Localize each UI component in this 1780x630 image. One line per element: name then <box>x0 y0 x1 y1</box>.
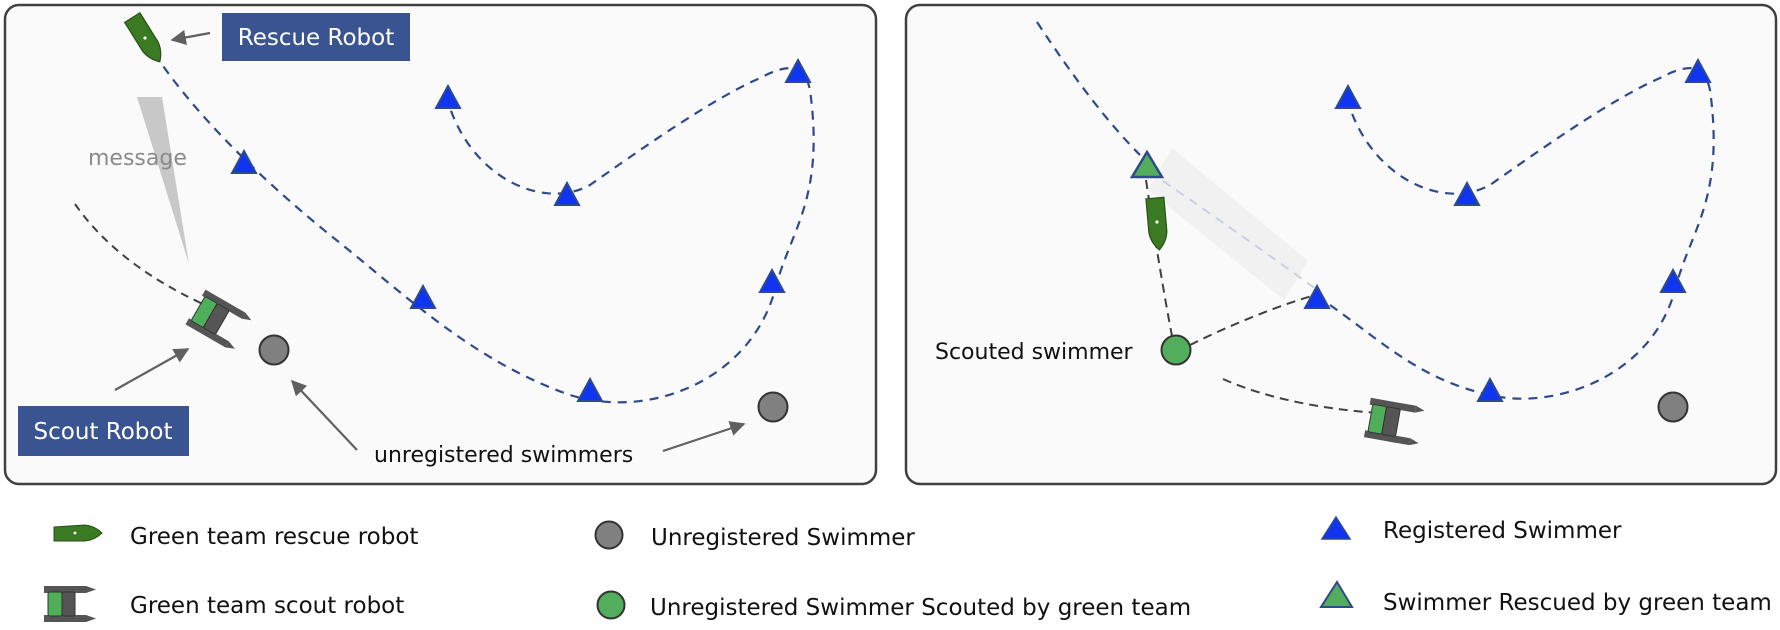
unregistered-swimmers-label: unregistered swimmers <box>374 443 633 468</box>
message-label: message <box>88 146 187 171</box>
scout-robot-label: Scout Robot <box>34 419 173 445</box>
unregistered-swimmer-icon <box>757 391 789 423</box>
legend-item: Registered Swimmer <box>1320 515 1622 544</box>
unregistered-swimmer-icon <box>1657 391 1689 423</box>
legend-item: Green team rescue robot <box>53 524 418 550</box>
rescue-robot-path <box>1036 21 1141 156</box>
legend-label: Unregistered Swimmer Scouted by green te… <box>650 595 1191 621</box>
unregistered-arrow-right <box>662 421 746 453</box>
scout-robot-label-box <box>18 406 189 456</box>
left-panel-frame <box>3 3 878 486</box>
right-panel-frame <box>904 3 1778 486</box>
scouted-to-triangle-path <box>1189 295 1313 346</box>
legend-label: Green team rescue robot <box>130 524 418 550</box>
legend-item: Unregistered Swimmer <box>594 520 915 551</box>
scout-robot-path <box>1222 378 1381 414</box>
scout-robot-icon <box>44 586 96 622</box>
rescue-robot-label-box <box>222 13 410 61</box>
rescued-swimmer-icon <box>1319 580 1354 608</box>
scouted-swimmer-icon <box>596 590 626 620</box>
rescue-robot-arrow <box>170 29 211 46</box>
legend-label: Unregistered Swimmer <box>651 525 915 551</box>
legend-item: Swimmer Rescued by green team <box>1319 580 1772 616</box>
rescue-robot-label: Rescue Robot <box>238 25 394 51</box>
rescue-robot-icon <box>53 524 103 542</box>
unregistered-arrow-left <box>290 379 358 451</box>
legend-item: Unregistered Swimmer Scouted by green te… <box>596 590 1191 621</box>
unregistered-swimmer-icon <box>594 520 624 550</box>
registered-swimmer-icon <box>1320 515 1352 540</box>
legend-item: Green team scout robot <box>44 586 404 622</box>
right-panel: Scouted swimmer <box>904 3 1778 486</box>
scouted-swimmer-icon <box>1160 334 1192 366</box>
remaining-path <box>1329 67 1715 400</box>
legend-label: Swimmer Rescued by green team <box>1383 590 1772 616</box>
faded-path <box>1149 171 1321 293</box>
message-wedge <box>137 97 189 264</box>
scout-robot-path <box>74 203 206 306</box>
unregistered-swimmer-icon <box>258 334 290 366</box>
scout-robot-arrow <box>114 348 190 391</box>
message-wedge <box>1148 148 1308 300</box>
scouted-swimmer-label: Scouted swimmer <box>935 340 1134 365</box>
left-panel: message Rescue Robot Scout Robot unregis… <box>3 3 878 486</box>
legend-label: Green team scout robot <box>130 593 404 619</box>
legend: Green team rescue robot Green team scout… <box>44 515 1772 622</box>
legend-label: Registered Swimmer <box>1383 518 1622 544</box>
